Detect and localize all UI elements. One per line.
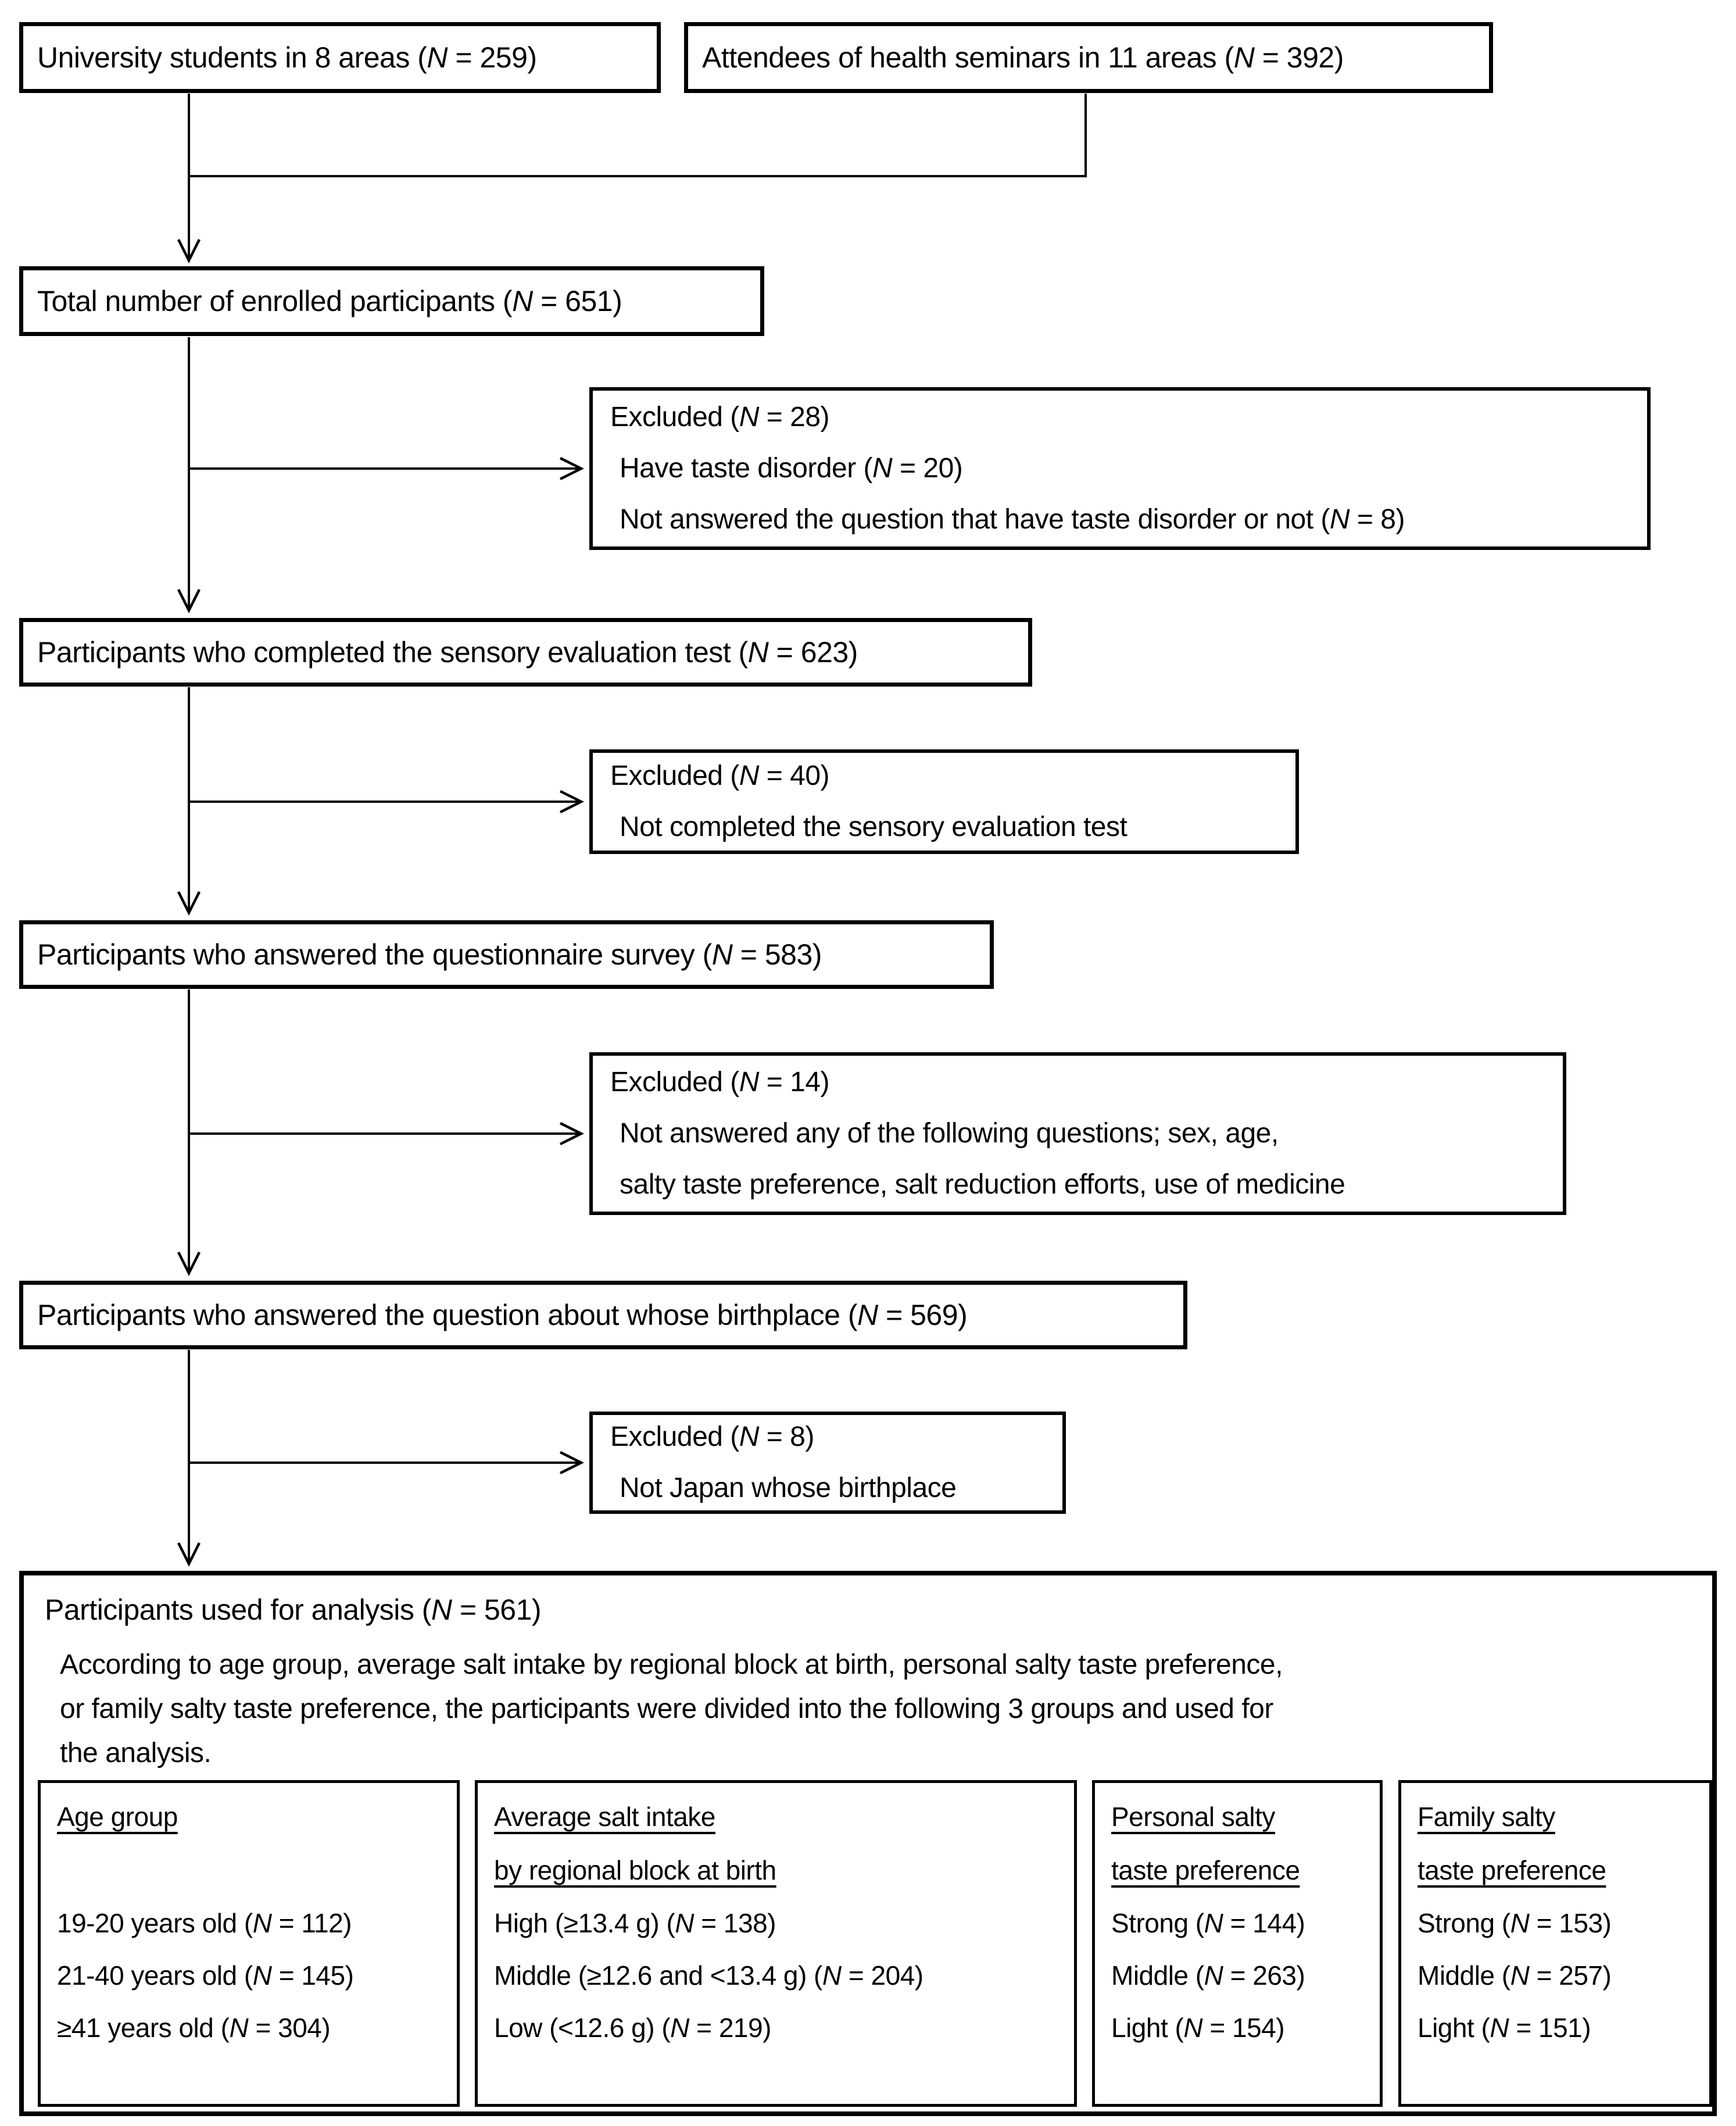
box-university-students-label: University students in 8 areas (N = 259) <box>37 41 537 74</box>
group-family-salty-heading: Family salty <box>1418 1802 1555 1832</box>
group-personal-salty: Personal salty taste preference Strong (… <box>1092 1780 1383 2107</box>
excluded-title: Excluded (N = 8) <box>610 1421 814 1452</box>
box-answered-birthplace-label: Participants who answered the question a… <box>37 1299 968 1331</box>
box-enrolled-participants: Total number of enrolled participants (N… <box>19 266 764 336</box>
group-item: ≥41 years old (N = 304) <box>57 2013 331 2043</box>
analysis-description-line: or family salty taste preference, the pa… <box>60 1693 1273 1724</box>
analysis-title: Participants used for analysis (N = 561) <box>45 1593 542 1626</box>
excluded-title: Excluded (N = 28) <box>610 402 830 433</box>
group-age-heading-line2 <box>57 1843 457 1897</box>
box-answered-birthplace: Participants who answered the question a… <box>19 1281 1187 1349</box>
group-item: Low (<12.6 g) (N = 219) <box>494 2013 771 2043</box>
group-age: Age group 19-20 years old (N = 112) 21-4… <box>38 1780 460 2107</box>
connector-seminars-merge <box>190 94 1087 177</box>
group-family-salty-heading-line2: taste preference <box>1418 1855 1606 1885</box>
box-completed-sensory-test: Participants who completed the sensory e… <box>19 618 1032 687</box>
box-analysis: Participants used for analysis (N = 561)… <box>19 1571 1717 2116</box>
group-item: Middle (N = 257) <box>1418 1960 1612 1991</box>
group-item: 19-20 years old (N = 112) <box>57 1908 352 1938</box>
group-age-heading: Age group <box>57 1802 178 1832</box>
box-answered-questionnaire-label: Participants who answered the questionna… <box>37 938 822 971</box>
group-item: 21-40 years old (N = 145) <box>57 1960 354 1991</box>
box-excluded-not-japan: Excluded (N = 8) Not Japan whose birthpl… <box>589 1412 1066 1514</box>
analysis-description-line: According to age group, average salt int… <box>60 1649 1283 1680</box>
group-salt-intake: Average salt intake by regional block at… <box>475 1780 1077 2107</box>
group-family-salty: Family salty taste preference Strong (N … <box>1398 1780 1712 2107</box>
group-item: Strong (N = 153) <box>1418 1908 1612 1938</box>
group-item: Light (N = 154) <box>1111 2013 1285 2043</box>
excluded-title: Excluded (N = 40) <box>610 760 830 791</box>
group-salt-intake-heading: Average salt intake <box>494 1802 715 1832</box>
group-personal-salty-heading-line2: taste preference <box>1111 1855 1300 1885</box>
group-item: Light (N = 151) <box>1418 2013 1591 2043</box>
box-answered-questionnaire: Participants who answered the questionna… <box>19 920 994 989</box>
excluded-detail-line: Have taste disorder (N = 20) <box>620 453 963 484</box>
excluded-title: Excluded (N = 14) <box>610 1067 830 1098</box>
group-item: High (≥13.4 g) (N = 138) <box>494 1908 776 1938</box>
group-personal-salty-heading: Personal salty <box>1111 1802 1275 1832</box>
analysis-description-line: the analysis. <box>60 1738 212 1768</box>
excluded-detail-line: Not answered any of the following questi… <box>620 1118 1279 1149</box>
box-seminar-attendees: Attendees of health seminars in 11 areas… <box>684 22 1493 93</box>
box-excluded-sensory-incomplete: Excluded (N = 40) Not completed the sens… <box>589 749 1299 854</box>
box-completed-sensory-test-label: Participants who completed the sensory e… <box>37 636 858 669</box>
group-item: Middle (N = 263) <box>1111 1960 1305 1991</box>
group-salt-intake-heading-line2: by regional block at birth <box>494 1855 776 1885</box>
excluded-detail-line: Not Japan whose birthplace <box>620 1473 957 1503</box>
box-enrolled-participants-label: Total number of enrolled participants (N… <box>37 285 622 317</box>
analysis-description: According to age group, average salt int… <box>60 1643 1691 1775</box>
box-university-students: University students in 8 areas (N = 259) <box>19 22 661 93</box>
box-excluded-taste-disorder: Excluded (N = 28) Have taste disorder (N… <box>589 387 1651 550</box>
group-item: Middle (≥12.6 and <13.4 g) (N = 204) <box>494 1960 924 1991</box>
group-item: Strong (N = 144) <box>1111 1908 1305 1938</box>
box-seminar-attendees-label: Attendees of health seminars in 11 areas… <box>702 41 1344 74</box>
excluded-detail-line: Not completed the sensory evaluation tes… <box>620 812 1127 842</box>
excluded-detail-line: salty taste preference, salt reduction e… <box>620 1169 1345 1200</box>
excluded-detail-line: Not answered the question that have tast… <box>620 504 1405 535</box>
box-excluded-missing-answers: Excluded (N = 14) Not answered any of th… <box>589 1052 1566 1215</box>
